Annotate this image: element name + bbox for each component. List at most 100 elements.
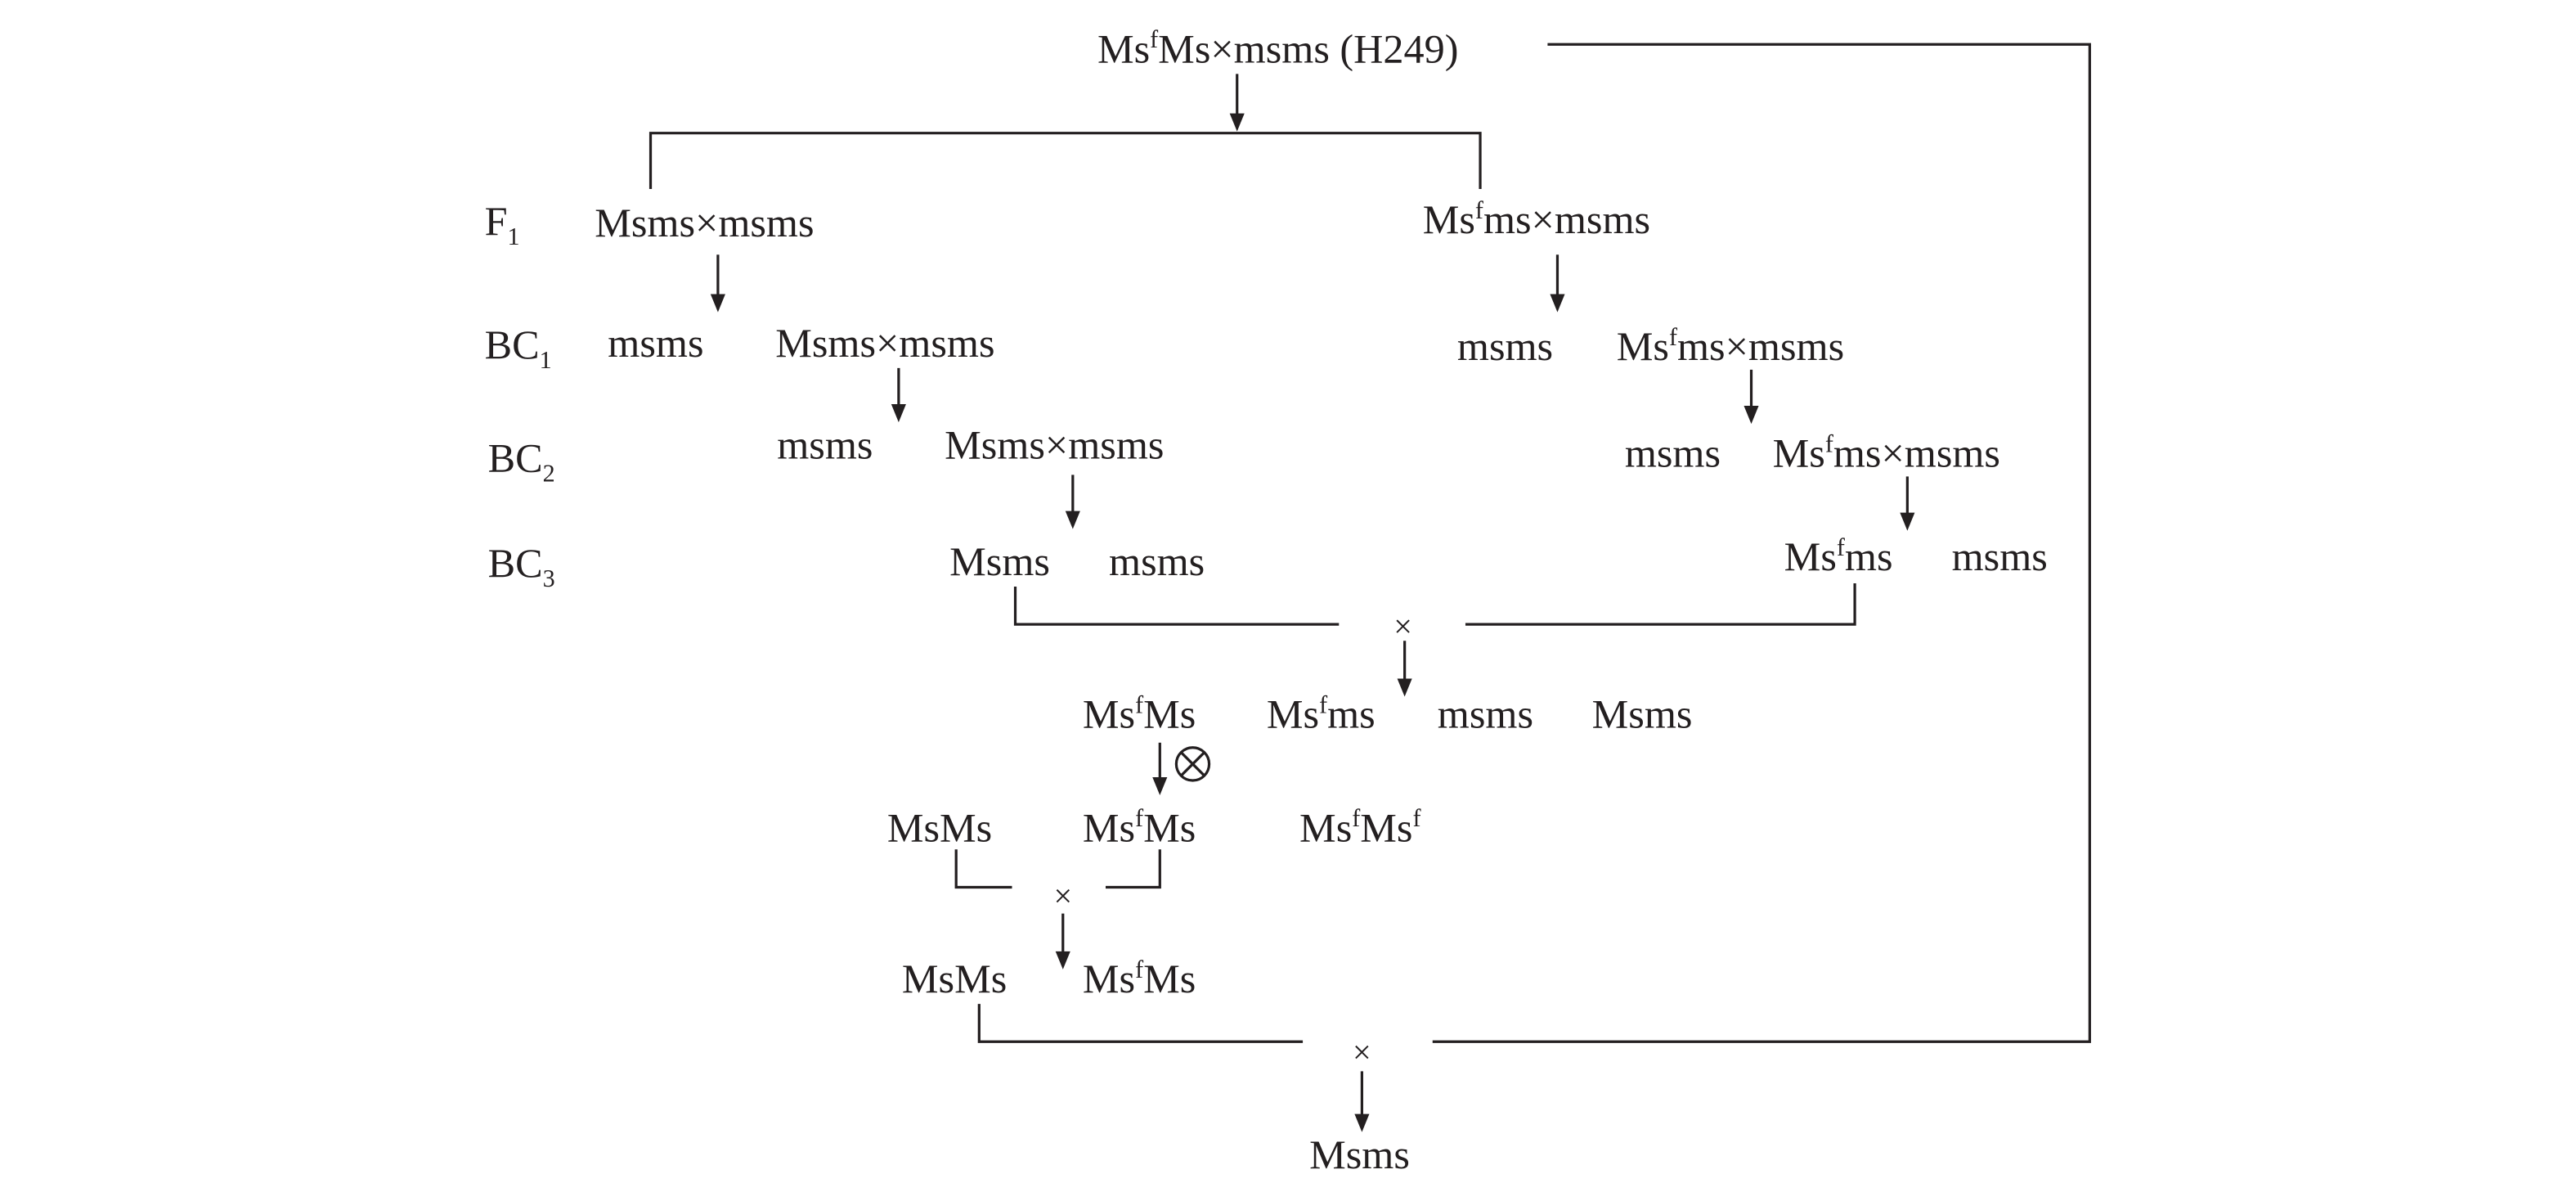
- genotype-cross1-b: Msfms: [1267, 691, 1376, 737]
- arrow-down-icon: [1900, 476, 1915, 531]
- genotype-subscript: 3: [543, 565, 555, 592]
- arrow-down-icon: [891, 367, 906, 423]
- connector-line: [954, 849, 1012, 889]
- arrow-down-icon: [1397, 641, 1412, 697]
- generation-label-bc1: BC1: [485, 322, 552, 374]
- arrow-down-icon: [1550, 254, 1565, 313]
- genotype-root: MsfMs×msms (H249): [1097, 25, 1459, 71]
- connector-line: [1106, 849, 1161, 889]
- cross-symbol: ×: [1353, 1033, 1371, 1070]
- genotype-text: msms: [1952, 533, 2048, 579]
- genotype-text: Ms: [1143, 804, 1196, 850]
- genotype-bc1-left-a: msms: [608, 320, 703, 366]
- connector-line: [648, 132, 1482, 189]
- genotype-text: MsMs: [887, 804, 992, 850]
- genotype-text: Msms: [1592, 691, 1693, 737]
- connector-line: [1432, 43, 2091, 1043]
- arrow-down-icon: [1152, 742, 1168, 796]
- genotype-self-c: MsfMsf: [1299, 804, 1421, 850]
- genotype-cross2-a: MsMs: [902, 956, 1007, 1001]
- selfing-symbol-icon: [1174, 746, 1211, 782]
- arrow-down-icon: [1065, 475, 1080, 529]
- arrow-down-icon: [1354, 1071, 1370, 1132]
- genotype-text: Ms×msms (H249): [1158, 25, 1458, 71]
- genotype-bc2-right-b: Msfms×msms: [1773, 430, 2000, 475]
- cross-symbols: × × ×: [1053, 608, 1412, 1070]
- genotype-supscript: f: [1150, 25, 1159, 53]
- connector-lines: [648, 43, 2091, 1043]
- genotype-cross1-d: Msms: [1592, 691, 1693, 737]
- genotype-bc1-right-a: msms: [1457, 323, 1553, 369]
- genotype-text: Ms: [1784, 533, 1837, 579]
- genotype-text: msms: [777, 421, 873, 467]
- genotype-text: msms: [608, 320, 703, 366]
- genotype-supscript: f: [1837, 533, 1846, 561]
- genotype-bc2-right-a: msms: [1625, 430, 1721, 475]
- genotype-bc3-right-a: Msfms: [1784, 533, 1893, 579]
- genotype-self-a: MsMs: [887, 804, 992, 850]
- genotype-text: Msms×msms: [945, 421, 1164, 467]
- genotype-text: Msms: [1309, 1131, 1410, 1177]
- generation-label-bc2: BC2: [488, 434, 555, 487]
- arrow-down-icon: [1229, 74, 1245, 132]
- cross-symbol: ×: [1053, 878, 1072, 915]
- generation-label-bc3: BC3: [488, 540, 555, 592]
- genotype-supscript: f: [1352, 804, 1361, 832]
- genotype-subscript: 2: [543, 459, 555, 487]
- genotype-text: msms: [1109, 538, 1205, 584]
- genotype-text: Msms×msms: [595, 200, 814, 245]
- arrows: [710, 74, 1915, 1132]
- genotype-text: BC: [488, 434, 543, 480]
- genotype-text: Ms: [1097, 25, 1150, 71]
- genotype-text: BC: [485, 322, 540, 367]
- genotype-text: ms: [1327, 691, 1376, 737]
- cross-symbol: ×: [1393, 608, 1412, 645]
- genotype-cross1-a: MsfMs: [1083, 691, 1196, 737]
- genotype-self-b: MsfMs: [1083, 804, 1196, 850]
- genotype-f1-left: Msms×msms: [595, 200, 814, 245]
- genotype-text: Ms: [1143, 956, 1196, 1001]
- connector-line: [1013, 586, 1340, 626]
- genotype-text: ms: [1845, 533, 1893, 579]
- genotype-final: Msms: [1309, 1131, 1410, 1177]
- genotype-text: Ms: [1267, 691, 1319, 737]
- genotype-subscript: 1: [508, 223, 520, 250]
- genotype-bc3-left-a: Msms: [949, 538, 1050, 584]
- arrow-down-icon: [710, 254, 725, 313]
- genotype-text: Ms: [1423, 196, 1475, 242]
- genotype-supscript: f: [1135, 691, 1144, 719]
- genotype-text: Ms: [1617, 323, 1669, 369]
- genotype-bc3-right-b: msms: [1952, 533, 2048, 579]
- genotype-supscript: f: [1319, 691, 1328, 719]
- genotype-cross2-b: MsfMs: [1083, 956, 1196, 1001]
- genotype-bc3-left-b: msms: [1109, 538, 1205, 584]
- genotype-text: ms×msms: [1677, 323, 1844, 369]
- connector-line: [1465, 583, 1856, 626]
- genotype-text: ms×msms: [1483, 196, 1650, 242]
- genotype-text: ms×msms: [1833, 430, 2000, 475]
- genotype-text: msms: [1625, 430, 1721, 475]
- genotype-subscript: 1: [540, 346, 552, 374]
- genotype-text: msms: [1438, 691, 1533, 737]
- genotype-supscript: f: [1135, 804, 1144, 832]
- genotype-supscript: f: [1825, 430, 1834, 457]
- genotype-text: Ms: [1360, 804, 1412, 850]
- genotype-bc1-right-b: Msfms×msms: [1617, 323, 1844, 369]
- connector-line: [977, 1004, 1304, 1043]
- genotype-bc2-left-a: msms: [777, 421, 873, 467]
- arrow-down-icon: [1744, 369, 1759, 425]
- genotype-text: Ms: [1083, 691, 1135, 737]
- genotype-text: Ms: [1299, 804, 1352, 850]
- genotype-text: Ms: [1773, 430, 1825, 475]
- genotype-text: Ms: [1083, 804, 1135, 850]
- genotype-supscript: f: [1475, 196, 1484, 224]
- genotype-cross1-c: msms: [1438, 691, 1533, 737]
- genotype-text: Msms×msms: [775, 320, 994, 366]
- genotype-supscript: f: [1412, 804, 1421, 832]
- genotype-text: Msms: [949, 538, 1050, 584]
- genotype-text: MsMs: [902, 956, 1007, 1001]
- genotype-text: msms: [1457, 323, 1553, 369]
- genotype-text: BC: [488, 540, 543, 586]
